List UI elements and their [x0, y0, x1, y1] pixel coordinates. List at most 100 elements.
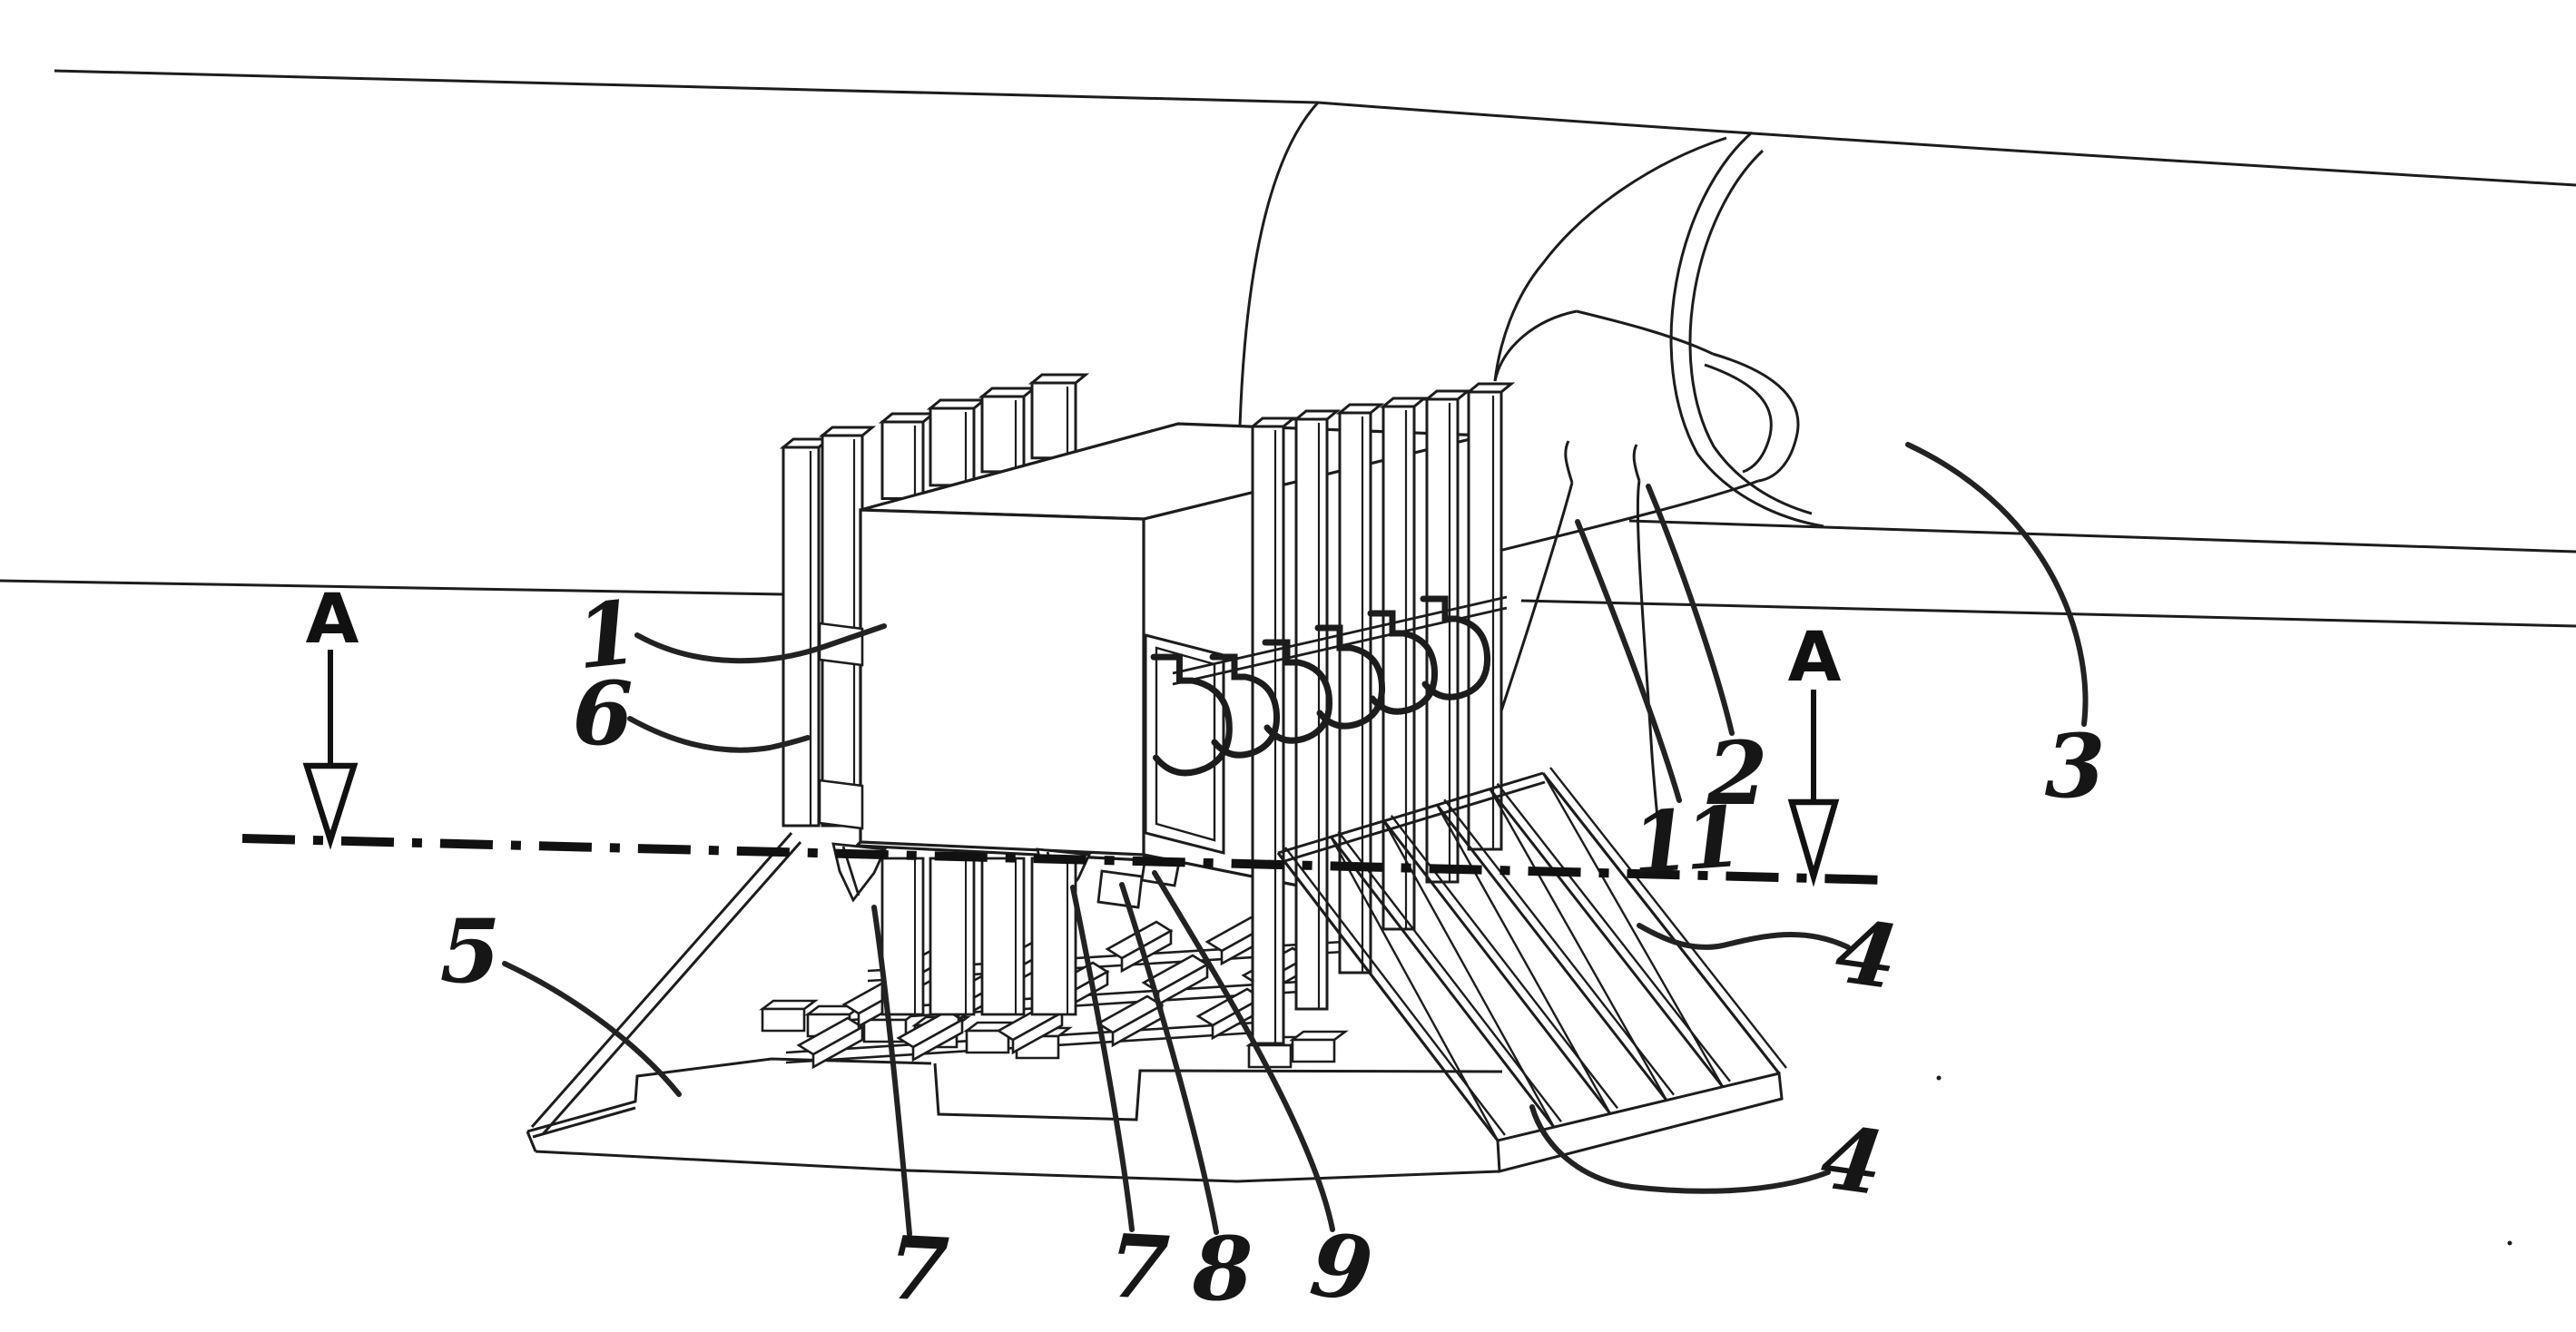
leader-1 [634, 623, 887, 664]
slatted-ramp [1276, 767, 1787, 1173]
cylinder-neck-curve [1493, 136, 1727, 382]
cleat-front [1011, 1010, 1064, 1055]
left-post-3-body [880, 420, 925, 501]
foot-front [965, 1029, 1010, 1054]
wall-bottom-edge-right [1520, 599, 2576, 628]
foot-front [1291, 1038, 1336, 1063]
left-post-6-body [1030, 381, 1077, 460]
hook-2 [1209, 653, 1281, 759]
vertical-posts-right [1248, 382, 1516, 1045]
below-post-2 [929, 857, 976, 1016]
leader-2 [1646, 484, 1735, 736]
hook-1 [1150, 653, 1233, 777]
ref-label-4-lower: 4 [1815, 1105, 1890, 1215]
ink-speck [2507, 1240, 2512, 1246]
slat-brace [1382, 820, 1556, 1128]
ramp-slats [1276, 767, 1787, 1141]
hook-mounting-plate [1144, 633, 1225, 855]
base-left-bevel [526, 1131, 537, 1152]
section-arrow-right [1787, 798, 1840, 887]
hook-5 [1367, 610, 1439, 715]
hook-row [1150, 595, 1508, 777]
small-cylinder-bottom-edge [1476, 479, 1759, 558]
slat-brace [1436, 804, 1612, 1114]
base-inner-edge [532, 1106, 636, 1139]
right-post-6-side-edge [1500, 383, 1512, 393]
slat-edge [1549, 767, 1787, 1069]
small-cylinder-right-cap [1712, 352, 1800, 483]
leader-lines [502, 442, 2089, 1237]
small-block [1096, 869, 1144, 909]
base-support-strut [530, 832, 802, 1135]
slat [1330, 836, 1556, 1129]
slat [1276, 852, 1499, 1141]
hooks [1150, 595, 1491, 777]
below-post-1 [880, 857, 925, 1016]
left-post-1-body [782, 446, 821, 828]
right-post-3-body [1338, 411, 1372, 975]
ref-label-7-right: 7 [1106, 1214, 1172, 1319]
right-post-3-side-edge [1370, 404, 1381, 414]
ref-label-6: 6 [573, 662, 634, 765]
slat [1489, 788, 1725, 1088]
slat-brace [1541, 772, 1725, 1088]
base-front-step [933, 1063, 1503, 1121]
upper-housing-top-edge [54, 69, 2576, 187]
ref-label-8: 8 [1192, 1218, 1254, 1320]
hook-4 [1314, 624, 1386, 730]
cleat-front [911, 1017, 964, 1063]
ref-label-9: 9 [1305, 1213, 1378, 1322]
box-front-face [859, 508, 1145, 857]
right-post-1-side-edge [1283, 417, 1294, 427]
strap-tip-right [1632, 444, 1641, 482]
leader-3 [1905, 442, 2089, 727]
cleat-front [811, 1024, 864, 1070]
foot-top [1289, 1030, 1349, 1042]
upper-housing-left-fold [1238, 101, 1320, 427]
reference-labels: 1 6 5 7 7 8 9 11 2 3 4 4 [440, 581, 2106, 1322]
small-cylinder-left-cap [1493, 309, 1578, 382]
ref-label-1: 1 [571, 581, 642, 689]
slat [1436, 804, 1668, 1102]
large-cylinder-cap-outline [1669, 131, 1824, 528]
small-cylinder-top-edge [1576, 309, 1714, 356]
leader-6 [627, 716, 811, 753]
mounting-plate-inner [1155, 646, 1216, 842]
small-cylinder-cap-inner-line [1704, 363, 1773, 474]
hook-3 [1262, 639, 1333, 744]
wall-bottom-edge-left [0, 579, 784, 596]
ref-label-11: 11 [1628, 788, 1740, 893]
leader-7-left [871, 905, 912, 1237]
slat-brace [1330, 836, 1499, 1141]
section-line-group: A A [241, 578, 1888, 887]
ink-speck [1936, 1075, 1942, 1081]
strap-edge-right [1636, 480, 1662, 847]
below-post-3 [980, 857, 1026, 1016]
section-dash-dot-line [241, 834, 1888, 885]
right-post-4-side-edge [1413, 397, 1425, 407]
ramp-front-band [1496, 1072, 1784, 1173]
slat-brace [1489, 788, 1668, 1102]
ref-label-2: 2 [1706, 722, 1768, 825]
base-front-bottom-edge [535, 1150, 1500, 1183]
strap-tip-left [1564, 440, 1574, 484]
right-post-6-body [1467, 390, 1503, 851]
slat [1382, 819, 1612, 1115]
leader-8 [1119, 882, 1219, 1235]
left-post-2-side-edge [861, 426, 873, 436]
hook-6 [1420, 595, 1491, 700]
left-post-5-body [980, 395, 1026, 474]
leader-9 [1152, 870, 1335, 1232]
large-cylinder-cap-inner-line [1688, 149, 1813, 515]
section-label-left: A [306, 578, 359, 659]
background-structure [0, 69, 2576, 1246]
right-post-2-side-edge [1326, 410, 1338, 420]
ref-label-3: 3 [2045, 715, 2106, 818]
post-clamp-lower [818, 779, 864, 830]
ref-label-4-upper: 4 [1830, 899, 1904, 1009]
section-arrow-left [302, 762, 359, 850]
cleat-front [1120, 928, 1173, 974]
cylinder-ledge-line [1628, 519, 2576, 553]
